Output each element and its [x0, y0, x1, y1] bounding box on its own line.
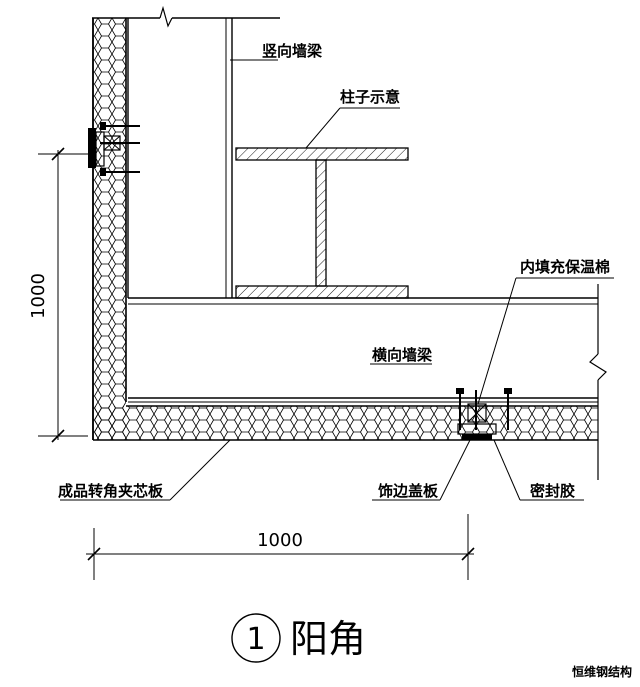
watermark-text: 恒维钢结构: [572, 664, 632, 679]
horizontal-trim-fasteners: [456, 388, 512, 440]
dimension-vertical-text: 1000: [28, 273, 49, 319]
title-circle: [231, 613, 281, 663]
horizontal-wall-beam: [128, 284, 607, 480]
label-trim-cover: 饰边盖板: [378, 482, 439, 500]
label-horizontal-beam: 横向墙梁: [372, 346, 433, 364]
label-sealant: 密封胶: [530, 482, 575, 500]
column-section: [235, 147, 409, 299]
vertical-wall-beam: [92, 5, 280, 298]
sandwich-panel-vertical: [92, 18, 127, 440]
label-vertical-beam: 竖向墙梁: [262, 42, 323, 60]
vertical-trim-fasteners: [88, 122, 140, 176]
label-infill: 内填充保温棉: [520, 258, 610, 276]
dimension-horizontal: [86, 514, 475, 580]
leader-lines: [60, 59, 614, 501]
label-sandwich-panel: 成品转角夹芯板: [58, 482, 164, 500]
dimension-horizontal-text: 1000: [257, 530, 303, 551]
dimension-vertical: [38, 147, 88, 443]
title-text: 阳角: [290, 617, 366, 661]
sandwich-panel-horizontal: [92, 18, 598, 441]
label-column: 柱子示意: [340, 88, 400, 106]
title-number: 1: [246, 622, 265, 657]
